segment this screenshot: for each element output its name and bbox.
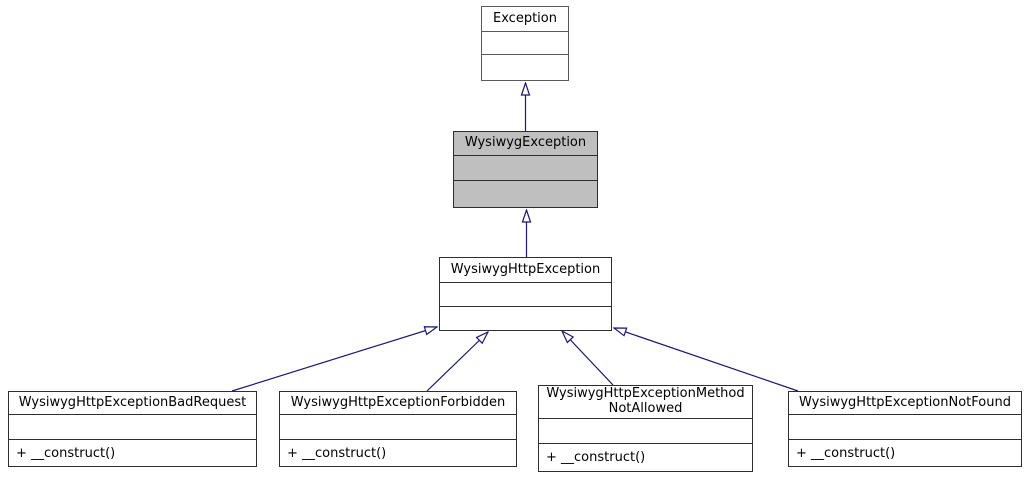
class-name-line1: WysiwygHttpExceptionMethod	[546, 386, 745, 402]
class-name: WysiwygHttpExceptionNotFound	[789, 392, 1021, 415]
class-box-wysiwygexception[interactable]: WysiwygException	[453, 131, 598, 208]
inheritance-arrow-badrequest-to-httpexception	[231, 327, 437, 392]
methods-compartment: + __construct()	[796, 445, 896, 461]
class-box-notfound[interactable]: WysiwygHttpExceptionNotFound + __constru…	[788, 391, 1022, 467]
inheritance-arrow-notfound-to-httpexception	[614, 328, 799, 392]
attributes-compartment	[482, 32, 568, 55]
attributes-compartment	[789, 415, 1021, 440]
attributes-compartment	[280, 415, 516, 440]
class-name: WysiwygHttpExceptionForbidden	[280, 392, 516, 415]
methods-compartment: + __construct()	[546, 450, 646, 465]
class-name: Exception	[482, 7, 568, 32]
inheritance-arrow-methodnotallowed-to-httpexception	[562, 331, 614, 386]
class-box-wysiwyghttpexception[interactable]: WysiwygHttpException	[439, 257, 612, 331]
methods-compartment: + __construct()	[287, 445, 387, 461]
class-box-forbidden[interactable]: WysiwygHttpExceptionForbidden + __constr…	[279, 391, 517, 467]
class-name: WysiwygException	[454, 132, 597, 156]
methods-compartment: + __construct()	[16, 445, 116, 461]
methods-compartment	[440, 307, 611, 330]
class-box-methodnotallowed[interactable]: WysiwygHttpExceptionMethod NotAllowed + …	[538, 385, 753, 472]
methods-compartment	[482, 55, 568, 80]
attributes-compartment	[539, 419, 752, 444]
class-box-exception: Exception	[481, 6, 569, 81]
class-name-line2: NotAllowed	[608, 401, 683, 416]
inheritance-arrow-forbidden-to-httpexception	[426, 332, 488, 392]
class-name: WysiwygHttpException	[440, 258, 611, 283]
attributes-compartment	[440, 283, 611, 307]
methods-compartment	[454, 181, 597, 207]
attributes-compartment	[454, 156, 597, 181]
class-name: WysiwygHttpExceptionBadRequest	[9, 392, 256, 415]
class-box-badrequest[interactable]: WysiwygHttpExceptionBadRequest + __const…	[8, 391, 257, 467]
attributes-compartment	[9, 415, 256, 440]
class-name: WysiwygHttpExceptionMethod NotAllowed	[539, 386, 752, 419]
